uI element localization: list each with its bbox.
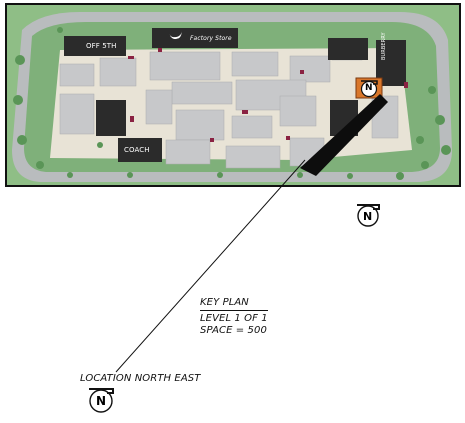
north-arrow-icon: N	[88, 388, 114, 419]
key-plan-title: KEY PLAN	[200, 297, 268, 311]
trees	[13, 27, 451, 180]
key-plan-level: LEVEL 1 OF 1	[200, 313, 268, 324]
compass-letter: N	[365, 83, 373, 93]
store-label-coach: COACH	[124, 146, 150, 154]
stores	[59, 43, 399, 169]
store-label-off-fifth: OFF 5TH	[86, 42, 117, 50]
compass-letter: N	[363, 210, 373, 223]
store-label-nike: Factory Store	[190, 35, 232, 42]
key-plan: KEY PLAN LEVEL 1 OF 1 SPACE = 500	[200, 297, 268, 337]
location-label: LOCATION NORTH EAST	[80, 373, 201, 384]
entrances	[128, 48, 408, 142]
off-fifth-store	[64, 36, 126, 56]
nike-store	[152, 28, 238, 48]
location-pointer	[300, 94, 388, 176]
store-dark-3	[328, 38, 368, 60]
coach-store	[118, 138, 162, 162]
store-dark-5	[96, 100, 126, 136]
store-label-burberry: BURBERRY	[381, 32, 387, 60]
key-plan-space: SPACE = 500	[200, 325, 267, 336]
compass-letter: N	[96, 394, 107, 408]
leader-line	[115, 159, 306, 373]
north-arrow-icon: N	[356, 204, 380, 233]
north-arrow-icon: N	[360, 80, 378, 103]
